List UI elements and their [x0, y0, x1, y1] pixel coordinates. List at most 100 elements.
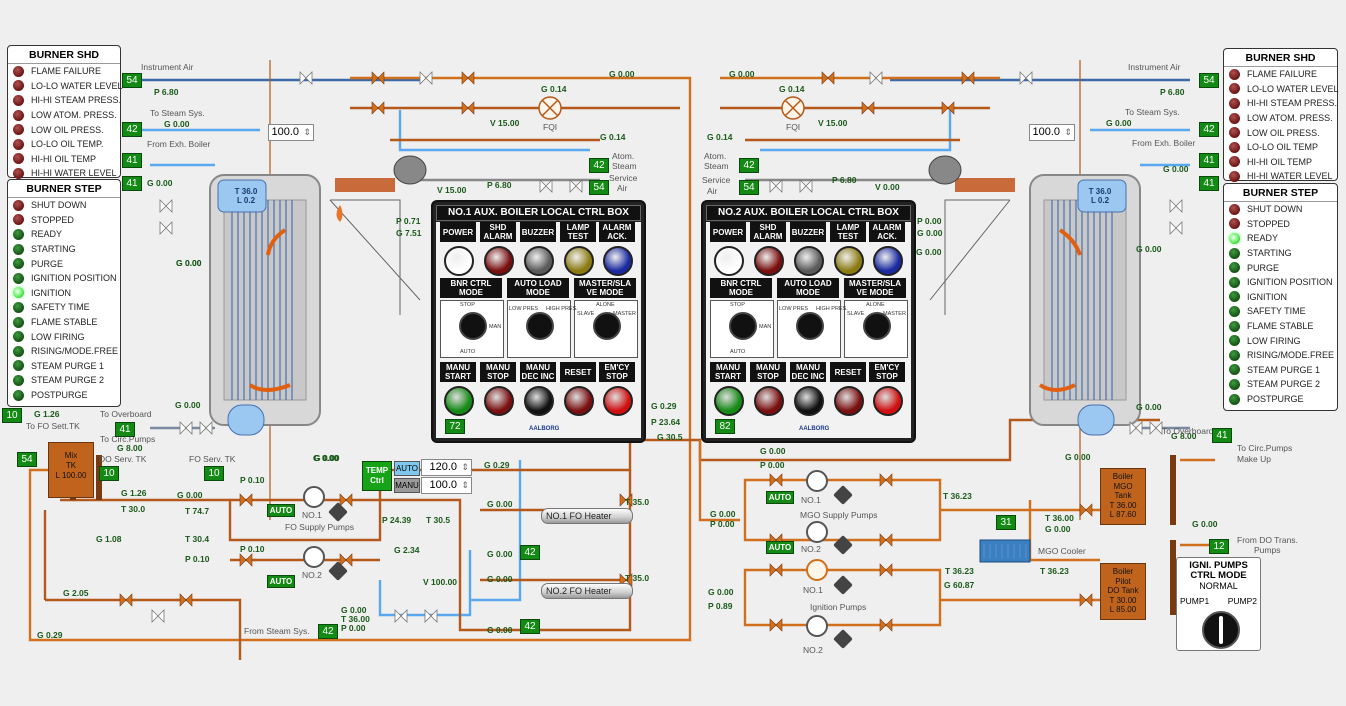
ctrl2-manu_stop-button[interactable]	[754, 386, 784, 416]
ctrl1-alarm_ack-button[interactable]	[603, 246, 633, 276]
status-label: LO-LO OIL TEMP.	[31, 139, 104, 150]
tag-t54c[interactable]: 54	[589, 180, 609, 195]
tag-t42r[interactable]: 42	[1199, 122, 1219, 137]
ctrl2-power-button[interactable]	[714, 246, 744, 276]
ctrl1-manu_stop-button[interactable]	[484, 386, 514, 416]
do-tank-l2: Pilot	[1115, 576, 1131, 586]
temp-setpoint-1[interactable]: 120.0	[421, 459, 472, 476]
ctrl2-shd_alarm-button[interactable]	[754, 246, 784, 276]
ctrl1-emcy_stop-button[interactable]	[603, 386, 633, 416]
ctrl2-alarm_ack-label: ALARM ACK.	[869, 222, 905, 242]
mix-tank-label-1: Mix	[64, 451, 78, 460]
ctrl2-lamp_test-label: LAMP TEST	[830, 222, 866, 242]
temp-auto-button[interactable]: AUTO	[394, 461, 420, 476]
ctrl2-buzzer-label: BUZZER	[790, 222, 826, 242]
right-shd-item: HI-HI OIL TEMP	[1224, 155, 1337, 170]
igni-mode-knob[interactable]	[1202, 611, 1240, 649]
no2-fo-heater[interactable]: NO.2 FO Heater	[541, 583, 633, 599]
v000-label: V 0.00	[875, 182, 900, 192]
tag-t12[interactable]: 12	[1209, 539, 1229, 554]
ctrl2-manu_dec_inc-button[interactable]	[794, 386, 824, 416]
tag-t42a[interactable]: 42	[122, 122, 142, 137]
temp-setpoint-2[interactable]: 100.0	[421, 477, 472, 494]
tag-t42d[interactable]: 42	[520, 545, 540, 560]
tag-t42e[interactable]: 42	[520, 619, 540, 634]
tag-t10c[interactable]: 10	[204, 466, 224, 481]
ctrl2-master_slave-knob-icon[interactable]	[863, 312, 891, 340]
tag-t41r[interactable]: 41	[1199, 153, 1219, 168]
tag-t54r[interactable]: 54	[1199, 73, 1219, 88]
boiler1-setpoint-spinner[interactable]: 100.0	[268, 124, 314, 141]
ctrl2-lamp_test-button[interactable]	[834, 246, 864, 276]
atom4-label: Air	[617, 183, 628, 193]
ignition-pump-1[interactable]	[806, 559, 828, 581]
pump-auto-button[interactable]: AUTO	[766, 491, 794, 504]
ctrl2-alarm_ack-button[interactable]	[873, 246, 903, 276]
ctrl1-shd_alarm-button[interactable]	[484, 246, 514, 276]
left-step-item: STEAM PURGE 1	[8, 359, 120, 374]
mgo-tank-temp: T 36.00	[1109, 500, 1137, 510]
tag-t41b[interactable]: 41	[122, 176, 142, 191]
ctrl2-master_slave-label: MASTER/SLA VE MODE	[844, 278, 906, 298]
tag-t42g[interactable]: 42	[589, 158, 609, 173]
tag-t41r2[interactable]: 41	[1199, 176, 1219, 191]
g000-r2-label: G 0.00	[1106, 118, 1132, 128]
temp-manu-button[interactable]: MANU	[394, 478, 420, 493]
ctrl1-emcy_stop-label: EM'CY STOP	[599, 362, 635, 382]
ctrl2-auto_load-knob-icon[interactable]	[796, 312, 824, 340]
tag-t54d[interactable]: 54	[739, 180, 759, 195]
ctrl1-auto_load-knob-icon[interactable]	[526, 312, 554, 340]
mix-tank[interactable]: Mix TK L 100.00	[48, 442, 94, 498]
ctrl1-manu_start-button[interactable]	[444, 386, 474, 416]
status-lamp-icon	[13, 153, 24, 165]
ctrl1-power-button[interactable]	[444, 246, 474, 276]
pump-auto-button[interactable]: AUTO	[267, 575, 295, 588]
ctrl2-bnr_ctrl-knob-icon[interactable]	[729, 312, 757, 340]
right-step-item: FLAME STABLE	[1224, 319, 1337, 334]
mgo-supply-pump-2[interactable]	[806, 521, 828, 543]
tag-t41c[interactable]: 41	[115, 422, 135, 437]
left-step-item: FLAME STABLE	[8, 315, 120, 330]
tag-t42f[interactable]: 42	[739, 158, 759, 173]
ctrl2-emcy_stop-label: EM'CY STOP	[869, 362, 905, 382]
right-shd-item: LO-LO OIL TEMP	[1224, 140, 1337, 155]
fo-supply-pump-2[interactable]	[303, 546, 325, 568]
left-shd-item: FLAME FAILURE	[8, 64, 120, 79]
tag-t10b[interactable]: 10	[99, 466, 119, 481]
pump-auto-button[interactable]: AUTO	[267, 504, 295, 517]
ctrl1-master_slave-knob-icon[interactable]	[593, 312, 621, 340]
pump-auto-button[interactable]: AUTO	[766, 541, 794, 554]
fo-supply-pump-1[interactable]	[303, 486, 325, 508]
tag-t54a[interactable]: 54	[122, 73, 142, 88]
tag-t41r3[interactable]: 41	[1212, 428, 1232, 443]
v1500a-label: V 15.00	[490, 118, 520, 128]
ctrl1-bnr_ctrl-knob-icon[interactable]	[459, 312, 487, 340]
g000-e-label: G 0.00	[314, 453, 340, 463]
ctrl2-reset-button[interactable]	[834, 386, 864, 416]
ctrl1-lamp_test-button[interactable]	[564, 246, 594, 276]
status-lamp-icon	[1229, 68, 1240, 80]
ctrl2-buzzer-button[interactable]	[794, 246, 824, 276]
ctrl1-buzzer-button[interactable]	[524, 246, 554, 276]
tag-t10a[interactable]: 10	[2, 408, 22, 423]
right-shd-item: LOW ATOM. PRESS.	[1224, 111, 1337, 126]
ctrl1-manu_dec_inc-button[interactable]	[524, 386, 554, 416]
ctrl1-reset-button[interactable]	[564, 386, 594, 416]
tag-t31[interactable]: 31	[996, 515, 1016, 530]
boiler-pilot-do-tank[interactable]: Boiler Pilot DO Tank T 30.00 L 85.00	[1100, 563, 1146, 620]
boiler2-setpoint-spinner[interactable]: 100.0	[1029, 124, 1075, 141]
p010a-label: P 0.10	[240, 475, 265, 485]
ctrl2-manu_start-button[interactable]	[714, 386, 744, 416]
ignition-pump-2[interactable]	[806, 615, 828, 637]
status-lamp-icon	[1229, 393, 1240, 405]
tag-t42b[interactable]: 42	[318, 624, 338, 639]
boiler-mgo-tank[interactable]: Boiler MGO Tank T 36.00 L 87.60	[1100, 468, 1146, 525]
mgo-supply-pump-1[interactable]	[806, 470, 828, 492]
right-step-item: PURGE	[1224, 260, 1337, 275]
right-step-item: READY	[1224, 231, 1337, 246]
no1-fo-heater[interactable]: NO.1 FO Heater	[541, 508, 633, 524]
ctrl2-emcy_stop-button[interactable]	[873, 386, 903, 416]
tag-t41a[interactable]: 41	[122, 153, 142, 168]
tag-t54b[interactable]: 54	[17, 452, 37, 467]
t747-label: T 74.7	[185, 506, 210, 516]
